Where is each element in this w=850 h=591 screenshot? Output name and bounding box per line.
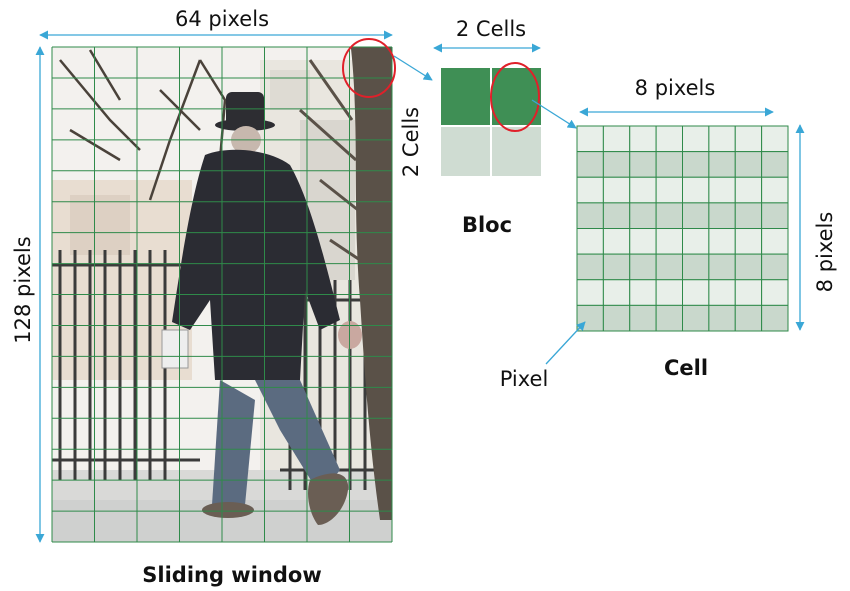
cell-pixel: [602, 304, 631, 332]
cell-pixel: [682, 151, 710, 178]
cell-pixel: [682, 125, 710, 153]
cell-pixel: [602, 228, 631, 255]
bloc-title: Bloc: [462, 213, 512, 237]
cell-pixel: [734, 202, 763, 229]
cell-pixel: [629, 304, 657, 332]
cell-pixel: [682, 176, 710, 204]
cell-pixel: [576, 279, 604, 306]
cell-pixel: [655, 202, 683, 229]
bloc-cell: [441, 127, 490, 176]
cell-pixel: [682, 228, 710, 255]
cell-pixel: [629, 151, 657, 178]
cell-pixel: [682, 253, 710, 281]
cell-width-label: 8 pixels: [635, 76, 716, 100]
cell-pixel: [761, 151, 789, 178]
cell-pixel: [734, 228, 763, 255]
cell-pixel: [655, 304, 683, 332]
bloc-width-label: 2 Cells: [456, 17, 526, 41]
cell-pixel: [576, 125, 604, 153]
cell-pixel: [708, 202, 736, 229]
cell-pixel: [761, 228, 789, 255]
cell-pixel: [761, 279, 789, 306]
cell-pixel: [602, 176, 631, 204]
cell-pixel: [708, 279, 736, 306]
cell-pixel: [629, 125, 657, 153]
sliding-window-grid: [51, 46, 393, 543]
bloc-highlight-circle: [490, 62, 540, 132]
cell-pixel: [602, 253, 631, 281]
pedestrian-photo: [52, 47, 392, 542]
bloc-grid: [441, 68, 541, 176]
cell-pixel: [629, 176, 657, 204]
cell-pixel: [708, 253, 736, 281]
cell-pixel: [629, 228, 657, 255]
cell-pixel: [761, 253, 789, 281]
bloc-cell: [492, 68, 541, 125]
window-to-bloc-arrow: [393, 55, 433, 81]
cell-pixel: [734, 304, 763, 332]
cell-pixel: [576, 176, 604, 204]
cell-pixel: [602, 151, 631, 178]
sliding-window-title: Sliding window: [142, 563, 321, 587]
cell-pixel: [655, 176, 683, 204]
cell-pixel: [629, 279, 657, 306]
cell-pixel: [602, 279, 631, 306]
cell-pixel: [761, 176, 789, 204]
window-width-label: 64 pixels: [175, 7, 269, 31]
cell-pixel: [629, 253, 657, 281]
cell-pixel: [761, 304, 789, 332]
bloc-cell: [492, 127, 541, 176]
cell-title: Cell: [664, 356, 708, 380]
cell-pixel: [655, 125, 683, 153]
cell-pixel: [602, 125, 631, 153]
cell-pixel: [576, 253, 604, 281]
cell-pixel: [761, 202, 789, 229]
bloc-height-label: 2 Cells: [399, 107, 423, 177]
cell-pixel: [734, 176, 763, 204]
cell-pixel: [708, 304, 736, 332]
cell-pixel: [655, 279, 683, 306]
cell-pixel: [602, 202, 631, 229]
cell-pixel: [708, 125, 736, 153]
cell-pixel: [682, 202, 710, 229]
pixel-label: Pixel: [500, 367, 549, 391]
cell-height-label: 8 pixels: [813, 212, 837, 293]
cell-pixel: [761, 125, 789, 153]
cell-pixel: [682, 279, 710, 306]
cell-pixel: [629, 202, 657, 229]
cell-pixel: [682, 304, 710, 332]
cell-pixel: [576, 202, 604, 229]
cell-pixel: [734, 279, 763, 306]
cell-pixel: [655, 151, 683, 178]
pixel-pointer-arrow: [545, 321, 586, 365]
cell-pixel: [708, 228, 736, 255]
cell-pixel: [734, 151, 763, 178]
cell-pixel: [734, 125, 763, 153]
cell-pixel: [576, 151, 604, 178]
bloc-to-cell-arrow: [531, 99, 577, 129]
cell-pixel: [708, 176, 736, 204]
cell-pixel: [655, 253, 683, 281]
cell-pixel: [576, 228, 604, 255]
bloc-cell: [441, 68, 490, 125]
cell-pixel: [708, 151, 736, 178]
cell-pixel: [655, 228, 683, 255]
window-height-label: 128 pixels: [11, 236, 35, 343]
cell-pixel: [734, 253, 763, 281]
cell-grid: [576, 125, 789, 332]
